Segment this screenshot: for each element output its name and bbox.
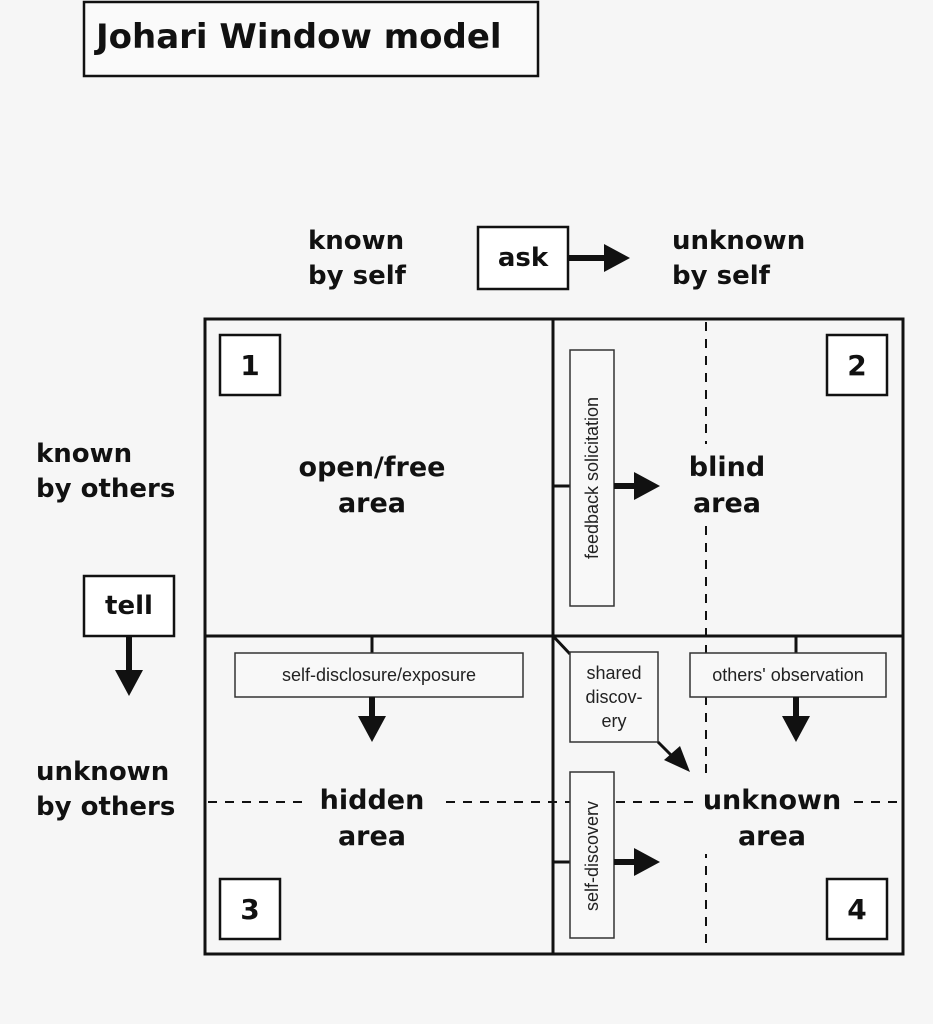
quadrant-3-number-box — [218, 877, 282, 941]
ask-label: ask — [498, 243, 549, 273]
shared-discovery-process: shared discov- ery — [551, 634, 690, 772]
shared-discovery-label-line3: ery — [601, 711, 626, 731]
quadrant-4-label-line2: area — [738, 821, 806, 852]
title-box: Johari Window model — [82, 0, 540, 78]
quadrant-4-label-line1: unknown — [703, 785, 841, 816]
feedback-arrow-icon — [614, 472, 660, 500]
row-header-known-by-others-line2: by others — [36, 474, 175, 504]
shared-discovery-arrow-icon — [656, 740, 690, 772]
ask-box: ask — [476, 225, 570, 291]
feedback-solicitation-label: feedback solicitation — [582, 397, 602, 559]
ask-arrow-icon — [568, 244, 630, 272]
shared-discovery-label-line2: discov- — [585, 687, 642, 707]
row-header-unknown-by-others-line2: by others — [36, 792, 175, 822]
shared-discovery-box — [569, 651, 659, 743]
self-disclosure-process: self-disclosure/exposure — [234, 636, 524, 742]
feedback-solicitation-box — [569, 349, 615, 607]
quadrant-1-number: 1 — [240, 349, 259, 382]
column-header-unknown-by-self-line1: unknown — [672, 226, 805, 256]
others-observation-label: others' observation — [712, 665, 864, 685]
column-header-known-by-self-line2: by self — [308, 261, 407, 291]
quadrant-3-label-line2: area — [338, 821, 406, 852]
feedback-solicitation-process: feedback solicitation — [553, 349, 660, 607]
shared-discovery-label-line1: shared — [586, 663, 641, 683]
quadrant-blind-area: 2 blind area — [686, 333, 889, 524]
tell-arrow-icon — [115, 636, 143, 696]
tell-box: tell — [82, 574, 176, 638]
self-discovery-arrow-icon — [614, 848, 660, 876]
self-discovery-label: self-discoverv — [582, 801, 602, 911]
column-header-unknown-by-self-line2: by self — [672, 261, 771, 291]
quadrant-hidden-area: 3 hidden area — [218, 778, 438, 941]
quadrant-4-number: 4 — [847, 893, 866, 926]
column-header-known-by-self-line1: known — [308, 226, 404, 256]
self-discovery-box — [569, 771, 615, 939]
title-text: Johari Window model — [94, 17, 502, 57]
quadrant-2-label-line2: area — [693, 488, 761, 519]
quadrant-4-number-box — [825, 877, 889, 941]
quadrant-1-number-box — [218, 333, 282, 397]
self-disclosure-box — [234, 652, 524, 698]
quadrant-1-label-line2: area — [338, 488, 406, 519]
self-disclosure-arrow-icon — [358, 697, 386, 742]
self-discovery-process: self-discoverv — [553, 771, 660, 939]
others-observation-box — [689, 652, 887, 698]
quadrant-1-label-line1: open/free — [299, 452, 446, 483]
quadrant-2-number: 2 — [847, 349, 866, 382]
tell-label: tell — [105, 591, 153, 621]
row-header-unknown-by-others-line1: unknown — [36, 757, 169, 787]
quadrant-2-label-line1: blind — [689, 452, 765, 483]
others-observation-process: others' observation — [689, 636, 887, 742]
quadrant-2-number-box — [825, 333, 889, 397]
quadrant-3-number: 3 — [240, 893, 259, 926]
row-header-known-by-others-line1: known — [36, 439, 132, 469]
quadrant-open-area: 1 open/free area — [218, 333, 446, 519]
quadrant-3-label-line1: hidden — [320, 785, 425, 816]
others-observation-arrow-icon — [782, 697, 810, 742]
quadrant-unknown-area: 4 unknown area — [694, 778, 889, 941]
self-disclosure-label: self-disclosure/exposure — [282, 665, 476, 685]
